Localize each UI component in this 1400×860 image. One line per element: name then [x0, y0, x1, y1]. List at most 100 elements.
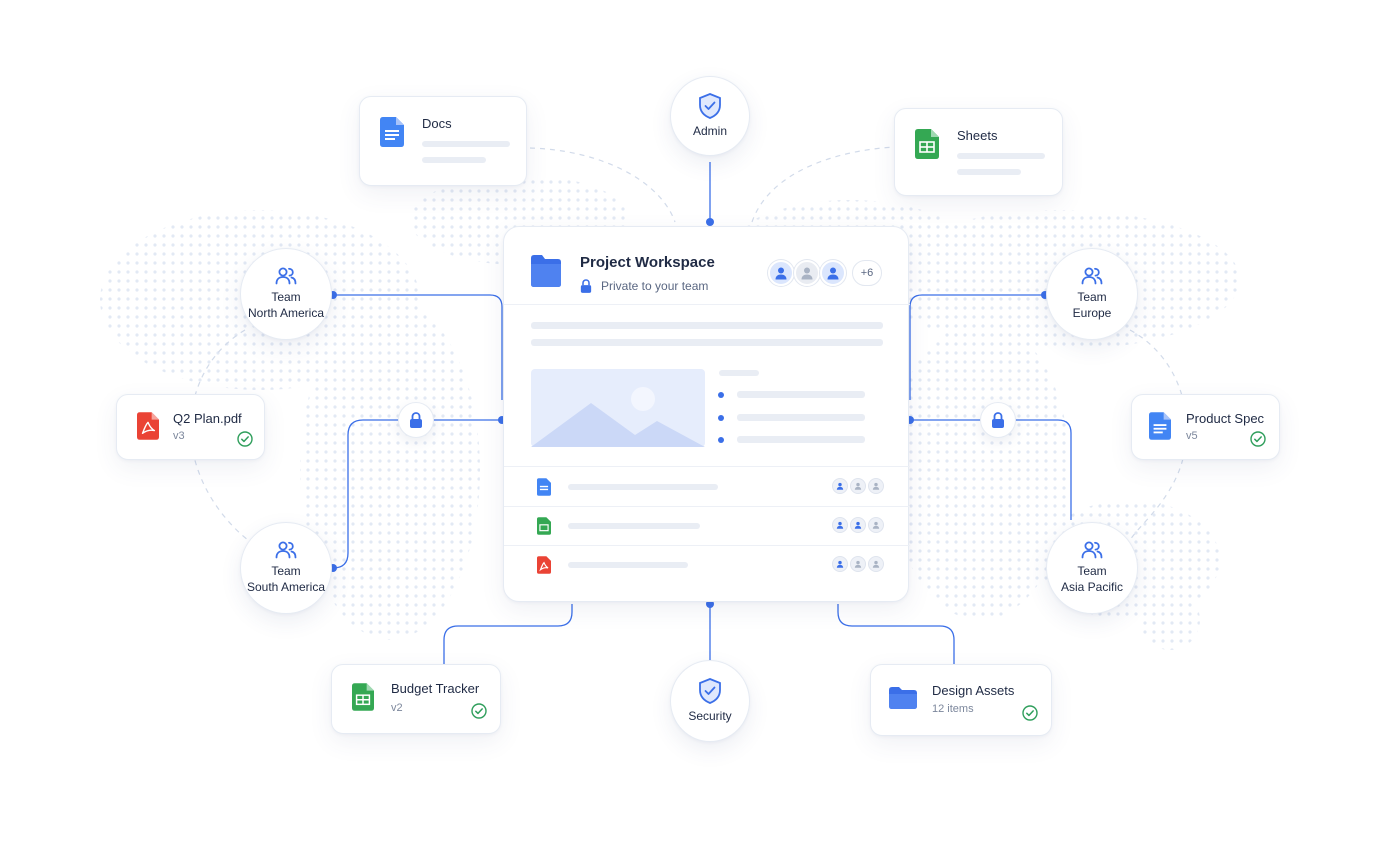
placeholder-bar	[568, 484, 718, 490]
image-placeholder-icon	[531, 369, 705, 447]
sheet-icon	[537, 517, 551, 535]
check-circle-icon	[237, 431, 253, 447]
team-label-line1: Team	[271, 564, 301, 578]
connector-lines	[332, 162, 1072, 664]
sheet-icon	[352, 683, 374, 711]
avatar	[868, 517, 884, 533]
team-label-line1: Team	[1077, 290, 1107, 304]
design-assets-card[interactable]: Design Assets 12 items	[870, 664, 1052, 736]
placeholder-bar	[568, 562, 688, 568]
list-item[interactable]	[504, 507, 910, 546]
list-item[interactable]	[504, 546, 910, 585]
bullet-dot	[718, 415, 724, 421]
avatar	[868, 478, 884, 494]
doc-icon	[537, 478, 551, 496]
check-circle-icon	[1022, 705, 1038, 721]
avatar	[832, 556, 848, 572]
lock-icon	[992, 412, 1004, 428]
users-icon	[275, 267, 297, 285]
placeholder-bar	[719, 370, 759, 376]
list-item[interactable]	[504, 467, 910, 506]
admin-label: Admin	[692, 124, 727, 138]
team-label-line2: South America	[246, 580, 326, 594]
bullet-dot	[718, 392, 724, 398]
placeholder-bar	[531, 339, 883, 346]
avatar	[850, 517, 866, 533]
folder-icon	[531, 255, 561, 287]
avatar	[868, 556, 884, 572]
budget-tracker-card[interactable]: Budget Tracker v2	[331, 664, 501, 734]
placeholder-bar	[568, 523, 700, 529]
pdf-icon	[537, 556, 551, 574]
lock-node-left[interactable]	[398, 402, 434, 438]
product-spec-card[interactable]: Product Spec v5	[1131, 394, 1280, 460]
lock-icon	[580, 279, 592, 293]
team-label-line1: Team	[271, 290, 301, 304]
users-icon	[1081, 267, 1103, 285]
doc-icon	[1149, 412, 1171, 440]
placeholder-bar	[531, 322, 883, 329]
sheets-title: Sheets	[957, 128, 998, 143]
avatar	[850, 556, 866, 572]
design-assets-title: Design Assets	[932, 683, 1015, 698]
project-workspace-card[interactable]: Project Workspace Private to your team +…	[503, 226, 910, 602]
placeholder-bar	[422, 141, 510, 147]
workspace-privacy: Private to your team	[601, 279, 709, 293]
users-icon	[275, 541, 297, 559]
q2-plan-title: Q2 Plan.pdf	[173, 411, 242, 426]
check-circle-icon	[1250, 431, 1266, 447]
lock-node-right[interactable]	[980, 402, 1016, 438]
lock-icon	[410, 412, 422, 428]
user-icon	[801, 267, 813, 280]
team-label-line2: Europe	[1072, 306, 1112, 320]
placeholder-bar	[737, 414, 865, 421]
placeholder-bar	[957, 153, 1045, 159]
placeholder-bar	[737, 436, 865, 443]
user-icon	[827, 267, 839, 280]
q2-plan-card[interactable]: Q2 Plan.pdf v3	[116, 394, 265, 460]
team-label-line1: Team	[1077, 564, 1107, 578]
docs-card[interactable]: Docs	[359, 96, 527, 186]
pdf-icon	[137, 412, 159, 440]
placeholder-bar	[737, 391, 865, 398]
security-label: Security	[688, 709, 732, 723]
avatar	[832, 478, 848, 494]
dashed-arcs	[190, 146, 1188, 541]
placeholder-bar	[957, 169, 1021, 175]
check-circle-icon	[471, 703, 487, 719]
bullet-dot	[718, 437, 724, 443]
design-assets-count: 12 items	[932, 703, 974, 715]
users-icon	[1081, 541, 1103, 559]
sheets-card[interactable]: Sheets	[894, 108, 1063, 196]
q2-plan-version: v3	[173, 430, 185, 442]
avatar[interactable]	[768, 260, 794, 286]
team-label-line2: North America	[247, 306, 325, 320]
admin-node[interactable]: Admin	[670, 76, 750, 156]
divider	[504, 545, 910, 546]
avatar	[832, 517, 848, 533]
doc-icon	[380, 117, 404, 147]
product-spec-title: Product Spec	[1186, 411, 1265, 426]
team-label-line2: Asia Pacific	[1060, 580, 1124, 594]
shield-check-icon	[699, 93, 721, 119]
budget-tracker-title: Budget Tracker	[391, 681, 480, 696]
sheet-icon	[915, 129, 939, 159]
docs-title: Docs	[422, 116, 452, 131]
product-spec-version: v5	[1186, 430, 1198, 442]
member-overflow-badge[interactable]: +6	[852, 260, 882, 286]
user-icon	[775, 267, 787, 280]
avatar[interactable]	[820, 260, 846, 286]
divider	[504, 304, 910, 305]
folder-icon	[889, 687, 917, 709]
budget-tracker-version: v2	[391, 702, 403, 714]
avatar[interactable]	[794, 260, 820, 286]
shield-check-icon	[699, 678, 721, 704]
divider	[504, 466, 910, 467]
workspace-title: Project Workspace	[580, 254, 715, 271]
divider	[504, 506, 910, 507]
security-node[interactable]: Security	[670, 660, 750, 742]
